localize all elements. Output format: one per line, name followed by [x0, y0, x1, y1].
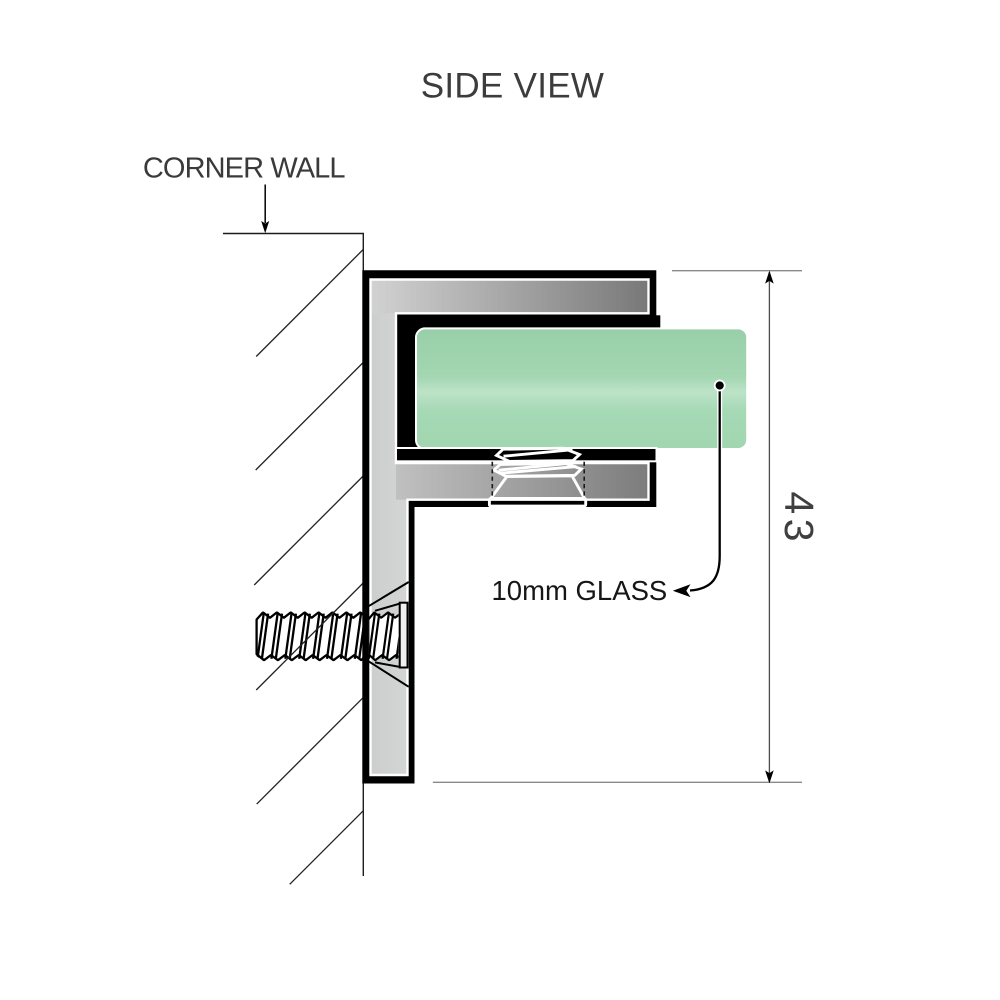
svg-text:CORNER WALL: CORNER WALL — [143, 153, 345, 185]
svg-text:SIDE VIEW: SIDE VIEW — [421, 67, 605, 106]
svg-text:43: 43 — [776, 491, 822, 546]
svg-text:10mm GLASS: 10mm GLASS — [492, 575, 668, 606]
